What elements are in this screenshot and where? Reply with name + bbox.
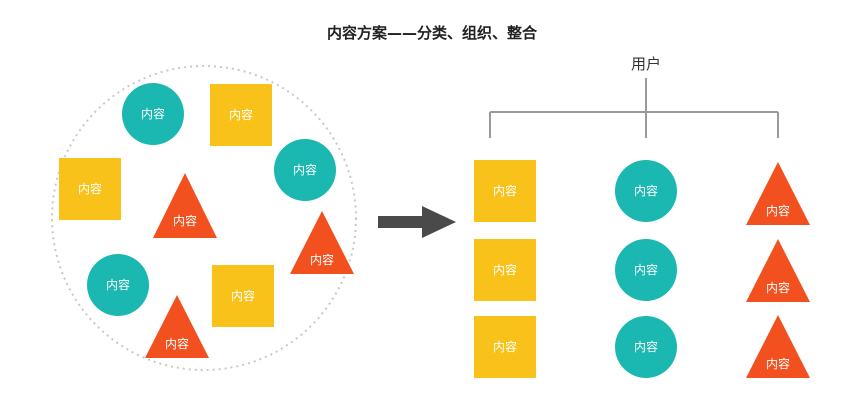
user-label: 用户 [631,55,661,73]
content-label: 内容 [106,277,130,292]
content-label: 内容 [493,262,517,277]
content-triangle: 内容 [290,211,354,274]
sorted-column-squares: 内容 内容 内容 [474,160,536,378]
content-square: 内容 [474,239,536,301]
content-label: 内容 [310,252,334,267]
content-label: 内容 [766,280,790,295]
content-label: 内容 [493,183,517,198]
content-circle: 内容 [615,160,677,222]
content-triangle: 内容 [746,239,810,302]
dotted-boundary-circle [51,65,357,371]
content-label: 内容 [766,356,790,371]
content-label: 内容 [231,288,255,303]
unsorted-content-pool: 内容 内容 内容 内容 内容 内容 内容 内容 [51,65,357,371]
right-arrow-icon [378,206,456,238]
content-square: 内容 [210,84,272,146]
tree-connector [489,78,779,138]
content-label: 内容 [634,183,658,198]
content-triangle: 内容 [145,295,209,358]
content-triangle: 内容 [153,173,217,238]
content-label: 内容 [141,106,165,121]
content-label: 内容 [634,339,658,354]
content-label: 内容 [165,336,189,351]
content-label: 内容 [493,339,517,354]
content-label: 内容 [766,203,790,218]
content-circle: 内容 [615,239,677,301]
diagram-title: 内容方案——分类、组织、整合 [327,24,538,42]
content-circle: 内容 [274,139,336,201]
content-label: 内容 [173,213,197,228]
content-label: 内容 [78,181,102,196]
content-square: 内容 [212,265,274,327]
content-label: 内容 [229,107,253,122]
content-label: 内容 [634,262,658,277]
content-square: 内容 [474,316,536,378]
sorted-column-triangles: 内容 内容 内容 [746,162,810,378]
content-circle: 内容 [122,83,184,145]
content-triangle: 内容 [746,315,810,378]
content-triangle: 内容 [746,162,810,225]
content-label: 内容 [293,162,317,177]
content-circle: 内容 [87,254,149,316]
sorted-column-circles: 内容 内容 内容 [615,160,677,378]
content-square: 内容 [474,160,536,222]
content-square: 内容 [59,158,121,220]
content-circle: 内容 [615,316,677,378]
